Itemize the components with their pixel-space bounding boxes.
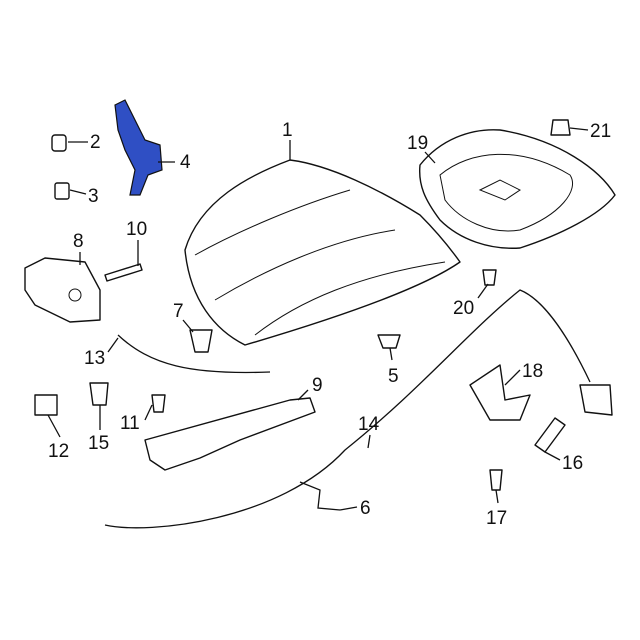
callout-15: 15 [88, 433, 109, 454]
callout-14: 14 [358, 414, 380, 435]
part-hood[interactable] [184, 159, 461, 346]
callout-20: 20 [453, 298, 474, 319]
part-grommet[interactable] [189, 329, 213, 353]
part-clip-21[interactable] [550, 119, 571, 136]
callout-2: 2 [90, 132, 101, 153]
callout-16: 16 [562, 453, 583, 474]
callout-13: 13 [84, 348, 105, 369]
callout-4: 4 [180, 152, 191, 173]
part-prop-pin[interactable] [534, 417, 566, 453]
callout-10: 10 [126, 219, 147, 240]
callout-12: 12 [48, 441, 69, 462]
callout-3: 3 [88, 186, 99, 207]
callout-9: 9 [312, 375, 323, 396]
part-cable[interactable] [104, 289, 591, 529]
callout-11: 11 [120, 413, 140, 434]
part-bracket-18[interactable] [469, 364, 531, 421]
part-hinge-bracket[interactable] [114, 99, 163, 196]
part-clip-20[interactable] [482, 269, 497, 286]
callout-17: 17 [486, 508, 507, 529]
callout-5: 5 [388, 366, 399, 387]
part-release-handle[interactable] [144, 397, 316, 471]
callout-7: 7 [173, 301, 184, 322]
callout-6: 6 [360, 498, 371, 519]
part-clip[interactable] [54, 182, 70, 200]
part-screw[interactable] [151, 394, 166, 413]
callout-18: 18 [522, 361, 543, 382]
part-clip-17[interactable] [489, 469, 503, 491]
part-hood-inner-panel[interactable] [418, 129, 616, 249]
part-clip-15[interactable] [89, 382, 109, 406]
part-bumper[interactable] [51, 134, 67, 152]
part-bumper-5[interactable] [377, 334, 401, 349]
callout-19: 19 [407, 133, 428, 154]
callout-8: 8 [73, 231, 84, 252]
part-secondary-latch[interactable] [579, 384, 613, 416]
callout-21: 21 [590, 121, 611, 142]
part-rod[interactable] [299, 481, 341, 511]
part-latch[interactable] [24, 257, 101, 323]
callout-1: 1 [282, 120, 293, 141]
leader-lines [47, 127, 589, 511]
part-bolt[interactable] [104, 263, 143, 282]
part-clip-12[interactable] [34, 394, 58, 416]
part-release-cable[interactable] [117, 334, 271, 374]
